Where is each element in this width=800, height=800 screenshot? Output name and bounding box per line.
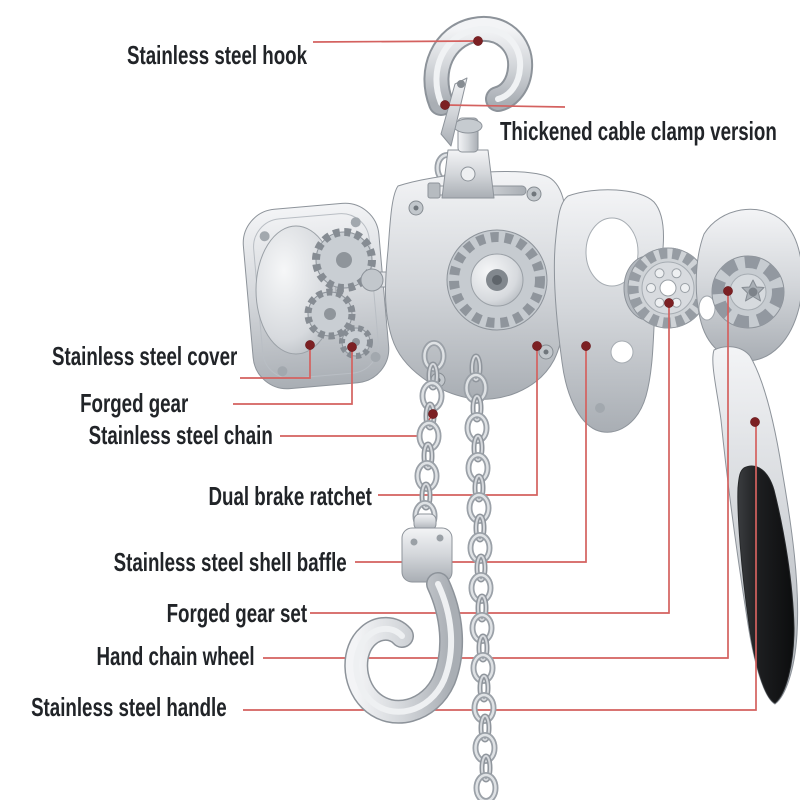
callout-label-hook: Stainless steel hook <box>127 40 307 70</box>
main-body <box>385 170 567 400</box>
callout-label-cover: Stainless steel cover <box>51 341 237 371</box>
leader-hand-chain-wheel <box>263 291 729 659</box>
dot-chain <box>428 409 438 419</box>
callout-label-cable-clamp: Thickened cable clamp version <box>500 116 777 146</box>
leader-forged-gear <box>233 347 353 405</box>
forged-gears <box>304 228 376 359</box>
callout-dots <box>305 36 760 427</box>
callout-label-gear-set: Forged gear set <box>166 598 307 628</box>
dot-shell-baffle <box>581 341 591 351</box>
ratchet-gear <box>623 247 709 329</box>
dot-gear-set <box>664 298 674 308</box>
machine <box>242 15 800 705</box>
bottom-hook <box>344 572 464 724</box>
dot-ratchet <box>532 341 542 351</box>
dot-forged-gear <box>347 342 357 352</box>
leader-cover <box>240 346 311 379</box>
callout-label-ratchet: Dual brake ratchet <box>208 481 372 511</box>
dot-cover <box>305 340 315 350</box>
callout-label-hand-chain-wheel: Hand chain wheel <box>96 641 255 671</box>
dot-cable-clamp <box>440 100 450 110</box>
dot-hook <box>473 36 483 46</box>
gear-cover <box>242 202 390 390</box>
leader-gear-set <box>310 303 670 614</box>
leader-cable-clamp <box>444 104 566 108</box>
callout-label-forged-gear: Forged gear <box>79 388 188 418</box>
swivel-block <box>401 513 453 583</box>
hook-safety-latch <box>440 77 468 147</box>
top-hook <box>423 15 534 116</box>
hand-chain <box>467 356 496 800</box>
leader-chain <box>280 413 434 437</box>
dot-hand-chain-wheel <box>723 286 733 296</box>
selector-knob <box>711 255 785 329</box>
load-sprocket <box>446 229 548 331</box>
top-hook-assembly <box>423 15 534 199</box>
leader-lines <box>233 40 757 711</box>
callout-label-shell-baffle: Stainless steel shell baffle <box>113 547 347 577</box>
callout-label-handle: Stainless steel handle <box>31 692 227 722</box>
shell-baffle <box>553 189 664 433</box>
dot-handle <box>750 417 760 427</box>
leader-hook <box>312 40 479 43</box>
callout-label-chain: Stainless steel chain <box>88 420 273 450</box>
handle-grip <box>737 465 795 704</box>
